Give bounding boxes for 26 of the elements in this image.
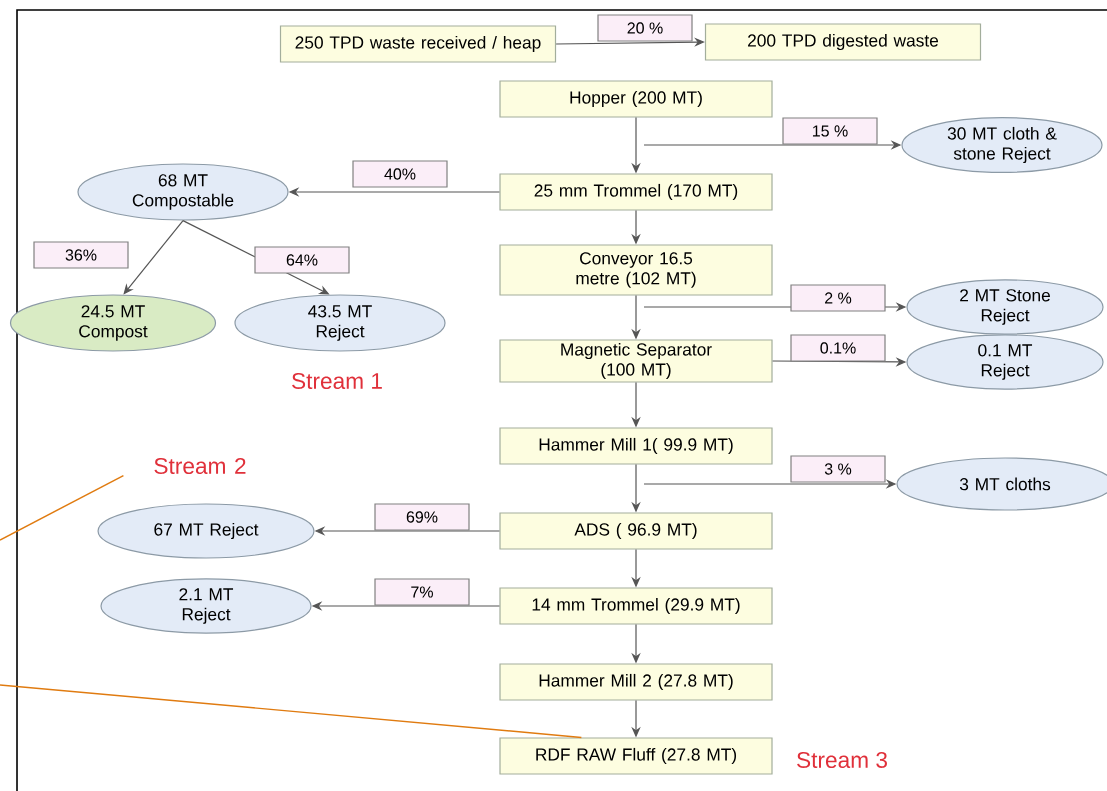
edge-label: 20 % bbox=[597, 14, 693, 42]
process-box: 200 TPD digested waste bbox=[704, 23, 982, 61]
stream-label: Stream 2 bbox=[154, 457, 246, 475]
edge-label: 64% bbox=[254, 246, 350, 274]
process-box: 14 mm Trommel (29.9 MT) bbox=[499, 587, 773, 625]
leader-line bbox=[0, 474, 125, 541]
edge-label: 3 % bbox=[790, 455, 886, 483]
process-box: RDF RAW Fluff (27.8 MT) bbox=[499, 737, 773, 775]
leader-line bbox=[0, 684, 583, 739]
process-box: Hammer Mill 2 (27.8 MT) bbox=[499, 663, 773, 701]
process-box: ADS ( 96.9 MT) bbox=[499, 512, 773, 550]
process-box: Hammer Mill 1( 99.9 MT) bbox=[499, 427, 773, 465]
process-box: 25 mm Trommel (170 MT) bbox=[499, 173, 773, 211]
edge-label: 69% bbox=[374, 503, 470, 531]
process-box: 250 TPD waste received / heap bbox=[279, 25, 557, 63]
edge-label: 7% bbox=[374, 578, 470, 606]
edge-label: 36% bbox=[33, 241, 129, 269]
process-box: Conveyor 16.5 metre (102 MT) bbox=[499, 244, 773, 296]
edge-label: 2 % bbox=[790, 284, 886, 312]
stream-label: Stream 1 bbox=[292, 372, 382, 390]
process-box: Magnetic Separator (100 MT) bbox=[499, 339, 773, 383]
process-box: Hopper (200 MT) bbox=[499, 80, 773, 118]
edge-label: 0.1% bbox=[790, 334, 886, 362]
edge-label: 15 % bbox=[782, 117, 878, 145]
stream-label: Stream 3 bbox=[797, 751, 887, 769]
edge-label: 40% bbox=[352, 160, 448, 188]
